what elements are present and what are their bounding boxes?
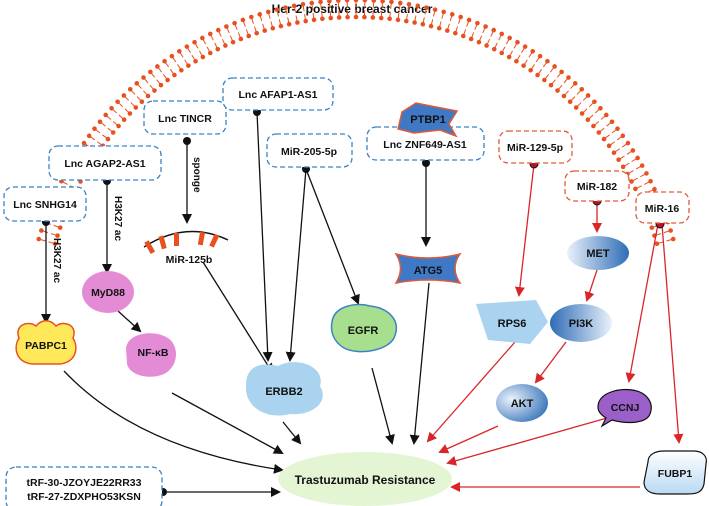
ptbp1-node: PTBP1 (397, 102, 459, 138)
met-label: MET (586, 248, 610, 260)
nfkb-label: NF-κB (138, 347, 169, 359)
fubp1-label: FUBP1 (658, 468, 693, 480)
mir-125b-label: MiR-125b (166, 254, 213, 266)
resistance-label: Trastuzumab Resistance (295, 473, 436, 487)
mir-182-label: MiR-182 (577, 181, 617, 193)
met-node: MET (567, 236, 629, 270)
pabpc1-label: PABPC1 (25, 340, 67, 352)
myd88-node: MyD88 (82, 271, 134, 313)
lnc-afap1-label: Lnc AFAP1-AS1 (239, 89, 318, 101)
edge-akt-res (438, 425, 499, 454)
ccnj-label: CCNJ (611, 402, 640, 414)
resistance-node: Trastuzumab Resistance (278, 452, 452, 506)
edge-rps6-res (426, 341, 516, 443)
lnc-tincr-label: Lnc TINCR (158, 113, 212, 125)
erbb2-label: ERBB2 (265, 386, 302, 398)
edges (41, 111, 684, 497)
atg5-node: ATG5 (394, 252, 462, 285)
label-tincr-sponge: sponge (191, 157, 202, 193)
akt-label: AKT (511, 398, 534, 410)
mir-125b-node: MiR-125b (143, 230, 229, 266)
mir-16-node: MiR-16 (635, 191, 690, 224)
edge-mir205-egfr (305, 168, 360, 305)
ptbp1-label: PTBP1 (410, 114, 445, 126)
edge-mir205-erbb2 (285, 168, 307, 362)
edge-ccnj-res (446, 417, 608, 466)
lnc-afap1-node: Lnc AFAP1-AS1 (222, 77, 334, 111)
lnc-agap2-label: Lnc AGAP2-AS1 (64, 158, 145, 170)
edge-atg5-res (409, 282, 430, 445)
edge-myd88-nfkb (117, 310, 142, 333)
edge-erbb2-res (282, 421, 302, 445)
trf-30-label: tRF-30-JZOYJE22RR33 (27, 477, 142, 489)
trf-27-label: tRF-27-ZDXPHO53KSN (27, 491, 141, 503)
rps6-label: RPS6 (498, 318, 527, 330)
pabpc1-node: PABPC1 (15, 320, 77, 365)
edge-met-pi3k (584, 269, 598, 302)
edge-afap1-erbb2 (256, 111, 273, 362)
pi3k-node: PI3K (550, 304, 612, 342)
edge-mir16-ccnj (625, 223, 659, 383)
akt-node: AKT (496, 384, 548, 422)
edge-pabpc1-res (63, 370, 284, 474)
lnc-snhg14-node: Lnc SNHG14 (3, 186, 87, 222)
mir-205-label: MiR-205-5p (281, 146, 337, 158)
lnc-snhg14-label: Lnc SNHG14 (13, 199, 77, 211)
edge-nfkb-res (171, 392, 284, 454)
nfkb-node: NF-κB (126, 333, 176, 377)
pi3k-label: PI3K (569, 318, 594, 330)
atg5-label: ATG5 (414, 265, 443, 277)
myd88-label: MyD88 (91, 287, 125, 299)
lnc-agap2-node: Lnc AGAP2-AS1 (48, 145, 162, 181)
ccnj-node: CCNJ (597, 388, 652, 428)
lnc-tincr-node: Lnc TINCR (143, 100, 227, 135)
label-agap2-h3k27: H3K27 ac (112, 196, 123, 241)
edge-mir125b-erbb2 (202, 261, 274, 374)
mir-129-node: MiR-129-5p (498, 130, 573, 164)
lnc-znf649-label: Lnc ZNF649-AS1 (383, 139, 467, 151)
trf-node: tRF-30-JZOYJE22RR33 tRF-27-ZDXPHO53KSN (5, 466, 163, 506)
edge-egfr-res (371, 367, 395, 445)
edge-pi3k-akt (534, 341, 567, 384)
mir-16-label: MiR-16 (645, 203, 680, 215)
egfr-node: EGFR (330, 303, 397, 353)
edge-mir16-fubp1 (661, 223, 684, 444)
mir-205-node: MiR-205-5p (266, 133, 353, 168)
cell-membrane (36, 0, 676, 247)
mir-182-node: MiR-182 (564, 170, 630, 202)
erbb2-node: ERBB2 (245, 362, 323, 416)
edge-mir129-rps6 (514, 163, 535, 297)
fubp1-node: FUBP1 (643, 450, 707, 495)
egfr-label: EGFR (348, 325, 379, 337)
mir-129-label: MiR-129-5p (507, 142, 563, 154)
label-snhg14-h3k27: H3K27 ac (51, 238, 62, 283)
rps6-node: RPS6 (476, 300, 548, 344)
